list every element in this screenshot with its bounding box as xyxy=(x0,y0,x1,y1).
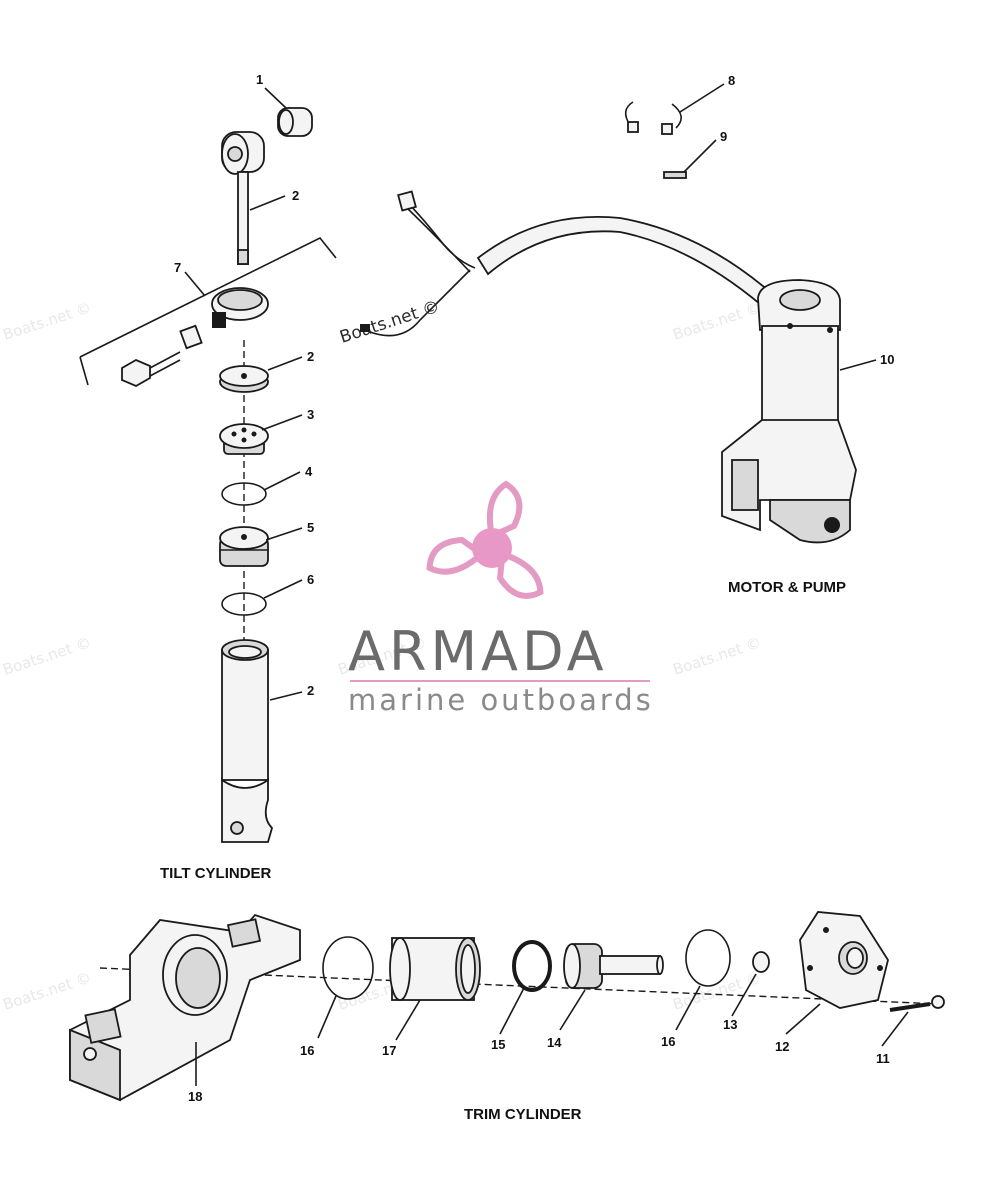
callout-14: 14 xyxy=(547,1035,562,1050)
part-11-bolt xyxy=(889,995,945,1012)
part-3-cap xyxy=(219,423,269,455)
part-16-o-ring xyxy=(322,936,374,1000)
part-2-pin xyxy=(221,131,265,265)
callout-3: 3 xyxy=(307,407,314,422)
callout-16: 16 xyxy=(661,1034,675,1049)
part-7-clamp-group xyxy=(79,236,337,388)
part-2-washer xyxy=(219,365,269,393)
part-6-o-ring xyxy=(221,592,267,616)
callout-15: 15 xyxy=(491,1037,505,1052)
motor-pump-title: MOTOR & PUMP xyxy=(728,579,846,596)
part-8-clips xyxy=(624,101,682,135)
propeller-hub xyxy=(472,528,512,568)
callout-12: 12 xyxy=(775,1039,789,1054)
callout-13: 13 xyxy=(723,1017,737,1032)
part-13-seal xyxy=(752,951,770,973)
leader-lines xyxy=(184,83,909,1086)
watermark-text: Boats.net © xyxy=(1,298,94,343)
callout-9: 9 xyxy=(720,129,727,144)
part-16-o-ring-2 xyxy=(685,929,731,987)
brand-name: ARMADA xyxy=(348,620,608,683)
part-12-end-cap xyxy=(799,911,889,1009)
trim-cylinder-assembly xyxy=(69,911,945,1102)
callout-7: 7 xyxy=(174,260,181,275)
armada-logo xyxy=(426,480,544,599)
part-18-trim-housing xyxy=(69,913,301,1102)
callout-2: 2 xyxy=(307,683,314,698)
callout-16: 16 xyxy=(300,1043,314,1058)
brand-tagline: marine outboards xyxy=(348,683,654,717)
part-17-sleeve xyxy=(389,937,481,1001)
watermark-text: Boats.net © xyxy=(671,633,764,678)
callout-5: 5 xyxy=(307,520,314,535)
watermark-text-center: Boats.net © xyxy=(337,297,442,348)
part-14-piston-rod xyxy=(563,943,664,989)
part-10-motor xyxy=(721,279,857,544)
callout-8: 8 xyxy=(728,73,735,88)
propeller-icon xyxy=(426,480,544,599)
part-1-bushing xyxy=(277,107,313,137)
callout-18: 18 xyxy=(188,1089,202,1104)
callout-2: 2 xyxy=(292,188,299,203)
callout-17: 17 xyxy=(382,1043,396,1058)
callout-11: 11 xyxy=(876,1051,890,1066)
part-5-piston xyxy=(219,526,269,567)
motor-pump-assembly xyxy=(360,101,857,544)
part-4-o-ring xyxy=(221,482,267,506)
callout-labels: 1 2 7 2 3 4 5 6 2 8 9 10 16 17 15 14 16 … xyxy=(174,72,894,1104)
watermark-text: Boats.net © xyxy=(1,968,94,1013)
part-2-cylinder-body xyxy=(221,639,274,843)
part-9-screw xyxy=(663,171,687,179)
callout-6: 6 xyxy=(307,572,314,587)
tilt-cylinder-assembly xyxy=(79,107,337,843)
callout-1: 1 xyxy=(256,72,263,87)
callout-4: 4 xyxy=(305,464,313,479)
part-15-o-ring xyxy=(512,940,552,992)
callout-2: 2 xyxy=(307,349,314,364)
watermark-text: Boats.net © xyxy=(671,968,764,1013)
watermark-text: Boats.net © xyxy=(1,633,94,678)
watermark-text: Boats.net © xyxy=(671,298,764,343)
trim-cylinder-title: TRIM CYLINDER xyxy=(464,1106,582,1123)
tilt-cylinder-title: TILT CYLINDER xyxy=(160,865,272,882)
callout-10: 10 xyxy=(880,352,894,367)
